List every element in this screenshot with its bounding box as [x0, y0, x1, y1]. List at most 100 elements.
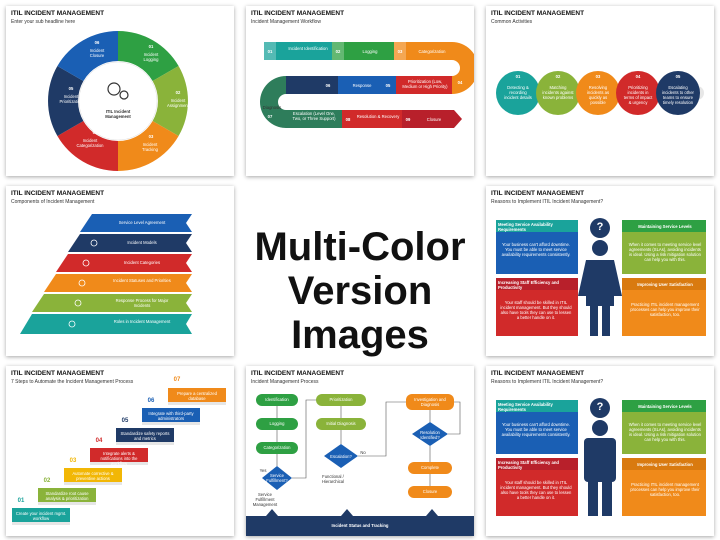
- workflow-num-02: 02: [335, 49, 341, 54]
- pyramid-diagram: [20, 214, 192, 334]
- workflow-label-02: Logging: [362, 49, 378, 54]
- activities-diagram: [496, 71, 704, 115]
- slide-thumbnail-reasons-1[interactable]: ITIL INCIDENT MANAGEMENT Reasons to Impl…: [486, 186, 714, 356]
- step-label-06: Integrate with third-party administrator…: [148, 411, 194, 421]
- pyramid-label-6: Roles in Incident Management: [113, 319, 171, 324]
- cycle-label-03: Incident Tracking: [142, 142, 158, 152]
- version-heading: Multi-Color Version Images: [245, 225, 475, 357]
- process-status-bar: Incident Status and Tracking: [331, 523, 389, 528]
- workflow-label-05: Response: [352, 83, 372, 88]
- reason-br-body: Practicing ITIL incident management proc…: [630, 302, 700, 317]
- process-complete: Complete: [421, 465, 439, 470]
- reason-bl-head: Increasing Staff Efficiency and Producti…: [498, 280, 559, 290]
- slide-title: ITIL INCIDENT MANAGEMENT: [491, 10, 585, 17]
- reason-tr-head: Maintaining Service Levels: [638, 404, 692, 409]
- step-label-07: Prepare a centralized database: [177, 391, 217, 401]
- activity-num-02: 02: [555, 74, 561, 79]
- reason-tr-body: When it comes to meeting service level a…: [628, 242, 702, 262]
- reasons-diagram: [496, 398, 706, 516]
- slide-subtitle: Common Activities: [491, 19, 533, 25]
- step-num-06: 06: [147, 398, 155, 404]
- process-categorization: Categorization: [263, 445, 291, 450]
- activity-label-04: Prioritizing incidents in terms of impac…: [623, 85, 653, 105]
- reason-bl-body: Your staff should be skilled in ITIL inc…: [500, 300, 572, 320]
- process-prioritization: Prioritization: [329, 397, 353, 402]
- reason-tl-head: Meeting Service Availability Requirement…: [498, 402, 553, 412]
- activity-num-03: 03: [595, 74, 601, 79]
- process-fh: Functional / Hierarchical: [321, 474, 345, 484]
- workflow-label-07: Escalation (Level One, Two, or Three Sup…: [292, 111, 336, 121]
- question-mark: ?: [596, 401, 604, 413]
- workflow-num-07: 07: [267, 114, 273, 119]
- cycle-label-05: Incident Prioritization: [59, 94, 83, 104]
- pyramid-label-1: Service Level Agreement: [118, 220, 166, 225]
- slide-subtitle: Incident Management Workflow: [251, 19, 321, 25]
- workflow-label-04: Prioritization (Low, Medium or High Prio…: [402, 79, 448, 89]
- slide-subtitle: Reasons to Implement ITIL Incident Manag…: [491, 199, 604, 205]
- process-escalation: Escalation?: [330, 454, 352, 459]
- process-resolution: Resolution Identified?: [420, 430, 440, 440]
- step-label-05: Standardize safety reports and metrics: [120, 431, 170, 441]
- reason-bl-body: Your staff should be skilled in ITIL inc…: [500, 480, 572, 500]
- process-ssm: Service Fulfillment Management: [252, 492, 278, 507]
- slide-title: ITIL INCIDENT MANAGEMENT: [251, 370, 345, 377]
- workflow-label-06: Diagnosis: [262, 105, 282, 110]
- pyramid-label-2: Incident Models: [127, 240, 157, 245]
- pyramid-label-5: Response Process for Major Incidents: [115, 298, 169, 308]
- reasons-diagram: [496, 218, 706, 336]
- cycle-num-04: 04: [92, 130, 98, 135]
- slide-thumbnail-steps[interactable]: ITIL INCIDENT MANAGEMENT 7 Steps to Auto…: [6, 366, 234, 536]
- slide-thumbnail-reasons-2[interactable]: ITIL INCIDENT MANAGEMENT Reasons to Impl…: [486, 366, 714, 536]
- cycle-center-label: ITIL Incident Management: [105, 109, 131, 119]
- slide-thumbnail-workflow[interactable]: ITIL INCIDENT MANAGEMENT Incident Manage…: [246, 6, 474, 176]
- workflow-label-09: Closure: [426, 117, 442, 122]
- process-identification: Identification: [265, 397, 289, 402]
- reason-tr-body: When it comes to meeting service level a…: [628, 422, 702, 442]
- slide-thumbnail-activities[interactable]: ITIL INCIDENT MANAGEMENT Common Activiti…: [486, 6, 714, 176]
- process-closure: Closure: [422, 489, 438, 494]
- process-yes: Yes: [259, 468, 267, 473]
- reason-br-head: Improving User Satisfaction: [637, 462, 693, 467]
- slide-subtitle: Enter your sub headline here: [11, 19, 76, 25]
- cycle-num-02: 02: [175, 90, 181, 95]
- steps-diagram: [12, 388, 226, 525]
- cycle-num-01: 01: [148, 44, 154, 49]
- slide-title: ITIL INCIDENT MANAGEMENT: [11, 190, 105, 197]
- activity-label-05: Escalating incidents to other teams to e…: [662, 85, 694, 105]
- step-num-04: 04: [95, 438, 103, 444]
- version-heading-line2: Version Images: [287, 269, 433, 357]
- activity-num-01: 01: [515, 74, 521, 79]
- reason-tl-body: Your business can't afford downtime. You…: [501, 422, 571, 437]
- slide-subtitle: Components of Incident Management: [11, 199, 95, 205]
- workflow-num-09: 09: [405, 117, 411, 122]
- slide-title: ITIL INCIDENT MANAGEMENT: [251, 10, 345, 17]
- slide-title: ITIL INCIDENT MANAGEMENT: [491, 370, 585, 377]
- step-num-03: 03: [69, 458, 77, 464]
- process-investigation: Investigation and Diagnosis: [414, 397, 446, 407]
- slide-subtitle: Incident Management Process: [251, 379, 319, 385]
- step-label-02: Standardize root cause analysis & priori…: [45, 491, 89, 501]
- reason-br-body: Practicing ITIL incident management proc…: [630, 482, 700, 497]
- process-service-fulfillment: Service Fulfillment?: [266, 473, 288, 483]
- slide-thumbnail-process[interactable]: ITIL INCIDENT MANAGEMENT Incident Manage…: [246, 366, 474, 536]
- reason-br-head: Improving User Satisfaction: [637, 282, 693, 287]
- slide-title: ITIL INCIDENT MANAGEMENT: [491, 190, 585, 197]
- process-flowchart: [246, 394, 474, 536]
- cycle-label-06: Incident Closure: [89, 48, 105, 58]
- reason-tr-head: Maintaining Service Levels: [638, 224, 692, 229]
- pyramid-label-4: Incident Statuses and Priorities: [113, 278, 171, 283]
- workflow-num-06: 06: [325, 83, 331, 88]
- workflow-num-08: 08: [345, 117, 351, 122]
- cycle-label-02: Incident Assignment: [167, 98, 189, 108]
- cycle-num-05: 05: [68, 86, 74, 91]
- slide-thumbnail-pyramid[interactable]: ITIL INCIDENT MANAGEMENT Components of I…: [6, 186, 234, 356]
- slide-title: ITIL INCIDENT MANAGEMENT: [11, 370, 105, 377]
- slide-thumbnail-cycle[interactable]: ITIL INCIDENT MANAGEMENT Enter your sub …: [6, 6, 234, 176]
- step-num-01: 01: [17, 498, 25, 504]
- slide-subtitle: Reasons to Implement ITIL Incident Manag…: [491, 379, 604, 385]
- cycle-label-01: Incident Logging: [143, 52, 159, 62]
- activity-label-03: Resolving incidents as quickly as possib…: [586, 85, 610, 105]
- process-no: No: [360, 450, 366, 455]
- slide-subtitle: 7 Steps to Automate the Incident Managem…: [11, 379, 134, 385]
- step-label-03: Automate corrective & preventive actions: [72, 471, 114, 481]
